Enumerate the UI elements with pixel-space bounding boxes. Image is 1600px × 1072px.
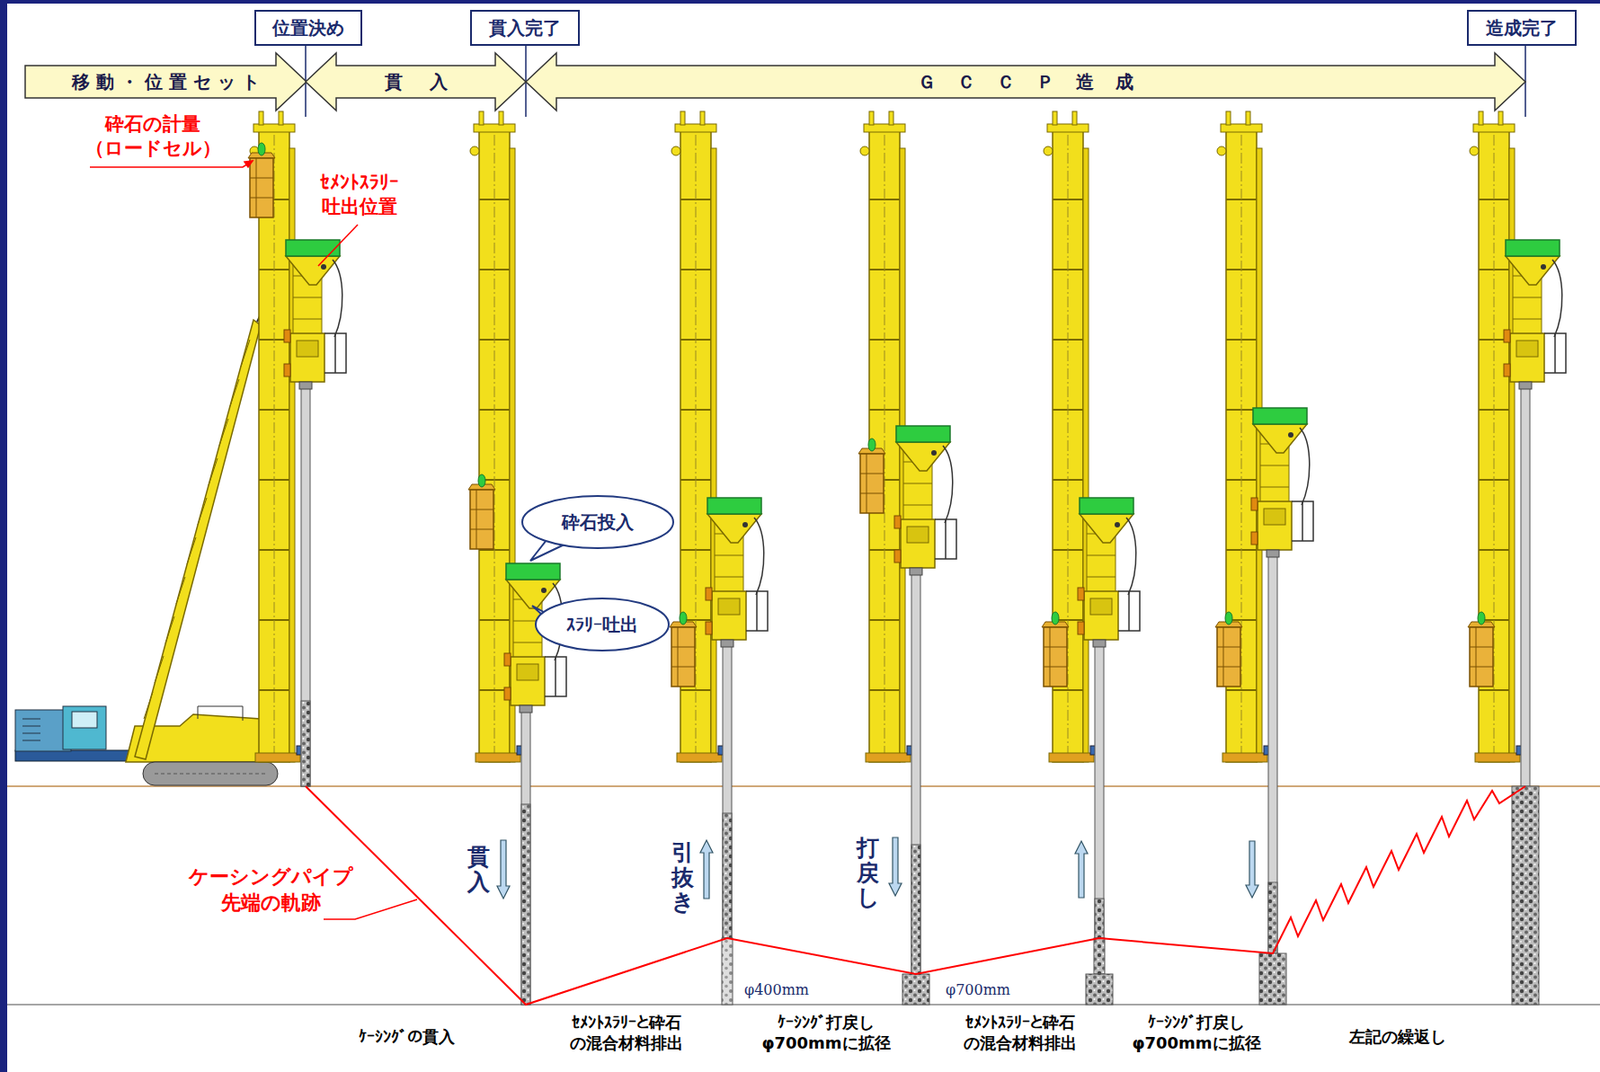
casing-pipes — [301, 701, 311, 787]
phase-text: ＧＣＣＰ造成 — [896, 71, 1156, 93]
dimension: φ700mm — [945, 981, 1011, 1001]
vibro-units — [894, 426, 957, 576]
vibro-units — [1077, 497, 1140, 648]
casing-pipes — [1085, 974, 1113, 1005]
vibro-units — [284, 240, 347, 390]
casing-pipes — [521, 804, 531, 1005]
crawler-crane — [154, 773, 267, 775]
tip-trajectory — [305, 786, 1526, 1005]
casing-pipes — [1259, 953, 1287, 1005]
motion-arrows — [1245, 841, 1259, 898]
crawler-crane — [142, 762, 278, 786]
phase-text: 移動・位置セット — [65, 71, 267, 93]
arrow-outline — [25, 53, 307, 111]
motion-word: 打戻し — [856, 835, 880, 911]
callout-bubble: ｽﾗﾘｰ吐出 — [534, 597, 670, 652]
red-leaders — [89, 160, 418, 920]
red-note: 砕石の計量 （ロードセル） — [85, 112, 222, 162]
step-caption: ｾﾒﾝﾄｽﾗﾘｰと砕石 の混合材料排出 — [569, 1012, 684, 1055]
frame-edge — [0, 0, 1600, 4]
crawler-crane — [22, 719, 41, 741]
callout-text: 砕石投入 — [561, 511, 634, 534]
casing-pipes — [722, 813, 732, 939]
buckets — [1041, 612, 1069, 687]
casing-pipes — [1268, 556, 1278, 954]
crawler-crane — [62, 706, 107, 750]
step-caption: ｾﾒﾝﾄｽﾗﾘｰと砕石 の混合材料排出 — [963, 1012, 1077, 1055]
motion-arrows — [888, 837, 902, 897]
buckets — [468, 474, 496, 550]
red-leaders — [318, 224, 358, 267]
crawler-crane — [134, 320, 261, 760]
arrow-outline — [525, 53, 1526, 111]
dimension: φ400mm — [744, 981, 809, 1001]
buckets — [858, 438, 886, 514]
casing-pipes — [1268, 882, 1278, 954]
ellipse-outline — [522, 496, 674, 549]
vibro-units — [1503, 240, 1566, 390]
callout-text: ｽﾗﾘｰ吐出 — [566, 613, 639, 636]
milestone-box: 位置決め — [254, 9, 363, 46]
motion-arrows — [700, 840, 713, 899]
step-caption: ｹｰｼﾝｸﾞ打戻し φ700mmに拡径 — [761, 1012, 890, 1055]
casing-pipes — [1094, 898, 1104, 939]
crawler-crane — [143, 339, 250, 720]
buckets — [669, 612, 697, 687]
step-caption: 左記の繰返し — [1349, 1026, 1447, 1048]
ellipse-outline — [535, 598, 669, 651]
arrow-outline — [305, 53, 526, 111]
phase-ticks — [305, 45, 1526, 117]
casing-pipes — [911, 574, 921, 975]
phase-arrow: 貫入 — [305, 53, 526, 111]
casing-pipes — [911, 844, 921, 975]
casing-pipes — [1511, 786, 1539, 1005]
motion-word: 貫入 — [467, 844, 490, 895]
ground — [7, 786, 1600, 1005]
motion-arrows — [1075, 841, 1088, 898]
red-note: ｾﾒﾝﾄｽﾗﾘｰ 吐出位置 — [320, 170, 400, 221]
buckets — [248, 142, 1495, 687]
buckets — [1215, 612, 1243, 687]
casing-pipes — [301, 388, 1539, 1005]
casing-pipes — [1093, 938, 1105, 975]
milestone-box: 貫入完了 — [470, 9, 580, 46]
casing-pipes — [1094, 646, 1104, 939]
step-caption: ｹｰｼﾝｸﾞの貫入 — [358, 1026, 455, 1048]
vibro-units — [1251, 408, 1314, 558]
milestone-text: 位置決め — [272, 17, 345, 39]
crawler-crane — [197, 706, 243, 721]
crawler-crane — [71, 711, 98, 729]
casing-pipes — [721, 938, 733, 1005]
casing-pipes — [1520, 388, 1530, 787]
phase-arrow: ＧＣＣＰ造成 — [525, 53, 1526, 111]
frame-edge — [0, 0, 8, 1072]
milestone-box: 造成完了 — [1466, 9, 1577, 46]
masts — [249, 111, 1529, 763]
red-leaders — [244, 160, 253, 168]
callout-bubble: 砕石投入 — [521, 495, 675, 550]
phase-arrow: 移動・位置セット — [25, 53, 307, 111]
ground — [7, 1004, 1600, 1006]
casing-pipes — [902, 974, 930, 1005]
phase-text: 貫入 — [357, 71, 475, 93]
vibro-units — [705, 497, 768, 648]
casing-pipes — [301, 388, 311, 787]
crawler-crane — [15, 314, 278, 786]
motion-arrows — [497, 840, 510, 899]
red-leaders — [89, 160, 253, 168]
milestone-text: 貫入完了 — [488, 17, 561, 39]
buckets — [248, 142, 276, 218]
motion-word: 引抜き — [671, 840, 694, 916]
red-leaders — [323, 899, 418, 920]
vibro-units — [284, 240, 1566, 713]
red-note: ケーシングパイプ 先端の軌跡 — [188, 864, 354, 916]
casing-pipes — [722, 646, 732, 939]
buckets — [1467, 612, 1495, 687]
casing-pipes — [521, 711, 531, 1005]
step-caption: ｹｰｼﾝｸﾞ打戻し φ700mmに拡径 — [1131, 1012, 1261, 1055]
milestone-text: 造成完了 — [1485, 17, 1558, 39]
